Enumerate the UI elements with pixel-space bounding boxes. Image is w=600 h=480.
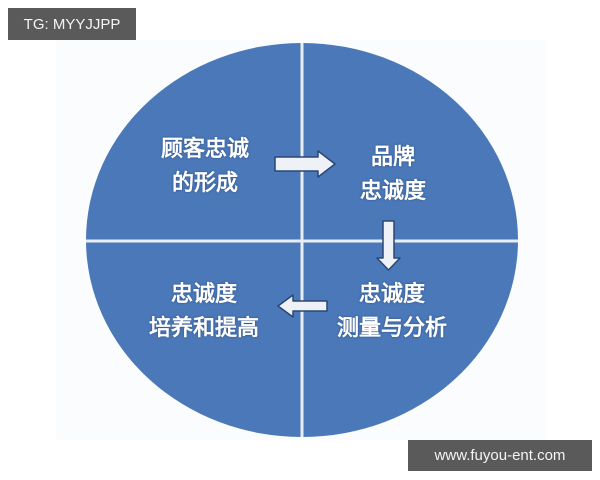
quadrant-bottom-left-label: 忠诚度 培养和提高: [134, 278, 274, 346]
quadrant-bottom-left-line2: 培养和提高: [148, 316, 259, 341]
watermark-bottom-badge: www.fuyou-ent.com: [408, 440, 592, 471]
arrow-left-icon: [277, 294, 328, 318]
quadrant-bottom-right-label: 忠诚度 测量与分析: [322, 278, 462, 346]
quadrant-top-left-label: 顾客忠诚 的形成: [150, 133, 260, 201]
arrow-right-icon: [274, 150, 336, 178]
quadrant-top-left-line1: 顾客忠诚: [160, 137, 249, 162]
quadrant-top-left-line2: 的形成: [171, 171, 238, 196]
quadrant-bottom-right-line1: 忠诚度: [358, 282, 425, 307]
quadrant-bottom-left-line1: 忠诚度: [170, 282, 237, 307]
quadrant-top-right-line1: 品牌: [370, 145, 415, 170]
arrow-down-icon: [376, 220, 401, 271]
quadrant-top-right-label: 品牌 忠诚度: [338, 141, 448, 209]
quadrant-top-right-line2: 忠诚度: [359, 179, 426, 204]
quadrant-bottom-right-line2: 测量与分析: [336, 316, 447, 341]
watermark-top-badge: TG: MYYJJPP: [8, 8, 136, 40]
watermark-top-text: TG: MYYJJPP: [23, 15, 121, 33]
watermark-bottom-text: www.fuyou-ent.com: [434, 447, 566, 464]
